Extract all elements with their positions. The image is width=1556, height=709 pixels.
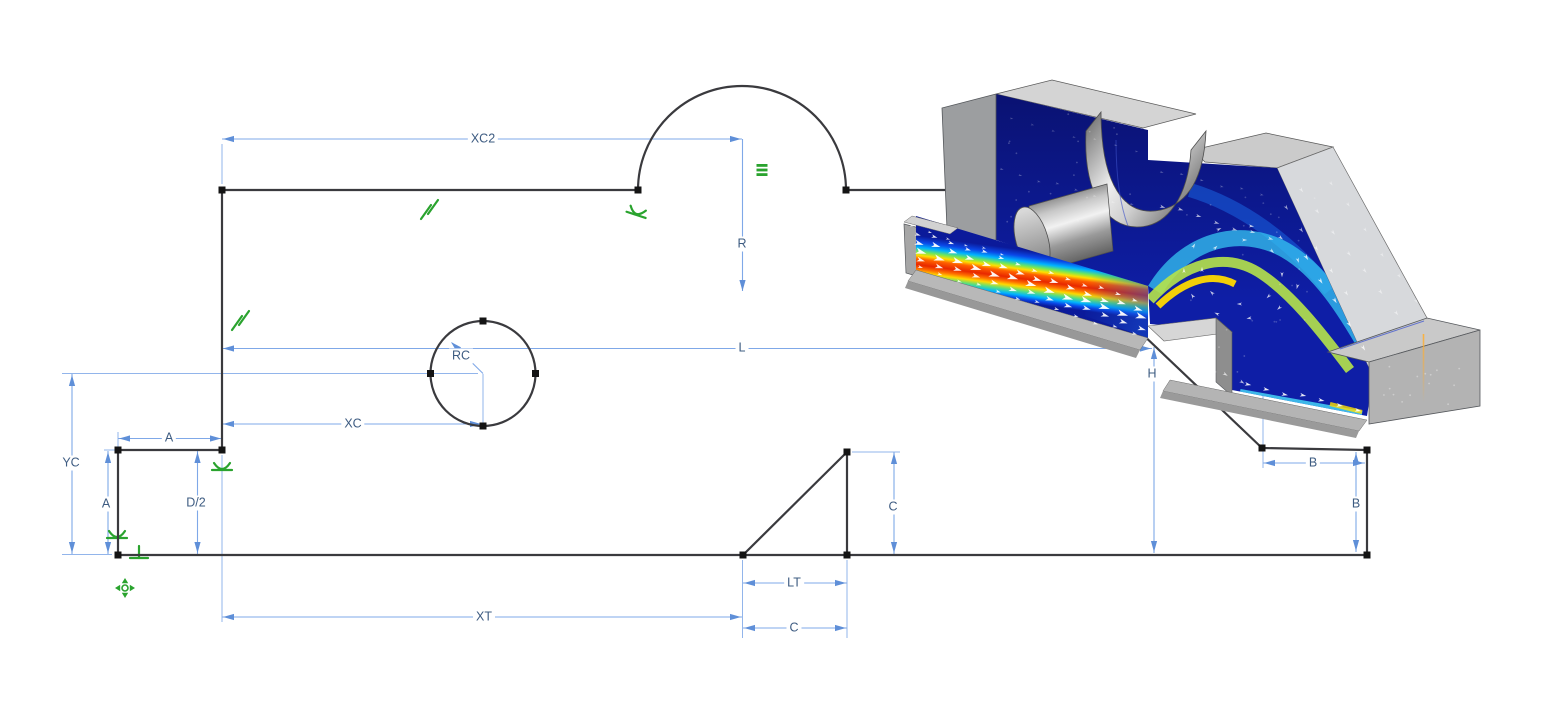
vertex-handle xyxy=(114,551,122,559)
ramp-right-face xyxy=(1215,317,1233,397)
inlet-ledge-top xyxy=(903,215,959,235)
profile-ramp-hypotenuse xyxy=(742,451,848,556)
vertex-handle xyxy=(427,370,434,377)
vertex-handle xyxy=(1363,446,1371,454)
tangent-icon xyxy=(625,204,647,220)
vertex-handle xyxy=(634,186,642,194)
vertex-handle xyxy=(842,186,850,194)
profile-semicircle-notch xyxy=(636,84,848,191)
parallel-icon xyxy=(230,309,251,332)
outlet-floor-front xyxy=(1160,391,1359,438)
vertex-handle xyxy=(739,551,747,559)
box-top-face xyxy=(995,79,1197,129)
origin-point-icon xyxy=(115,578,135,598)
half-cylinder-obstacle xyxy=(1085,110,1207,228)
vertex-handle xyxy=(1258,444,1266,452)
dimension-arrowheads xyxy=(68,135,1364,632)
vertex-handle xyxy=(479,422,487,430)
section-plane-slope xyxy=(1148,160,1373,416)
parallel-icon xyxy=(419,198,440,221)
tall-left-wall xyxy=(941,93,997,254)
vertex-handle xyxy=(532,370,539,377)
cylinder-obstacle xyxy=(1013,183,1114,274)
vertex-handle xyxy=(1363,551,1371,559)
sparse-vector-speckles xyxy=(1006,111,1461,406)
vertex-handle xyxy=(218,446,226,454)
vertex-handle xyxy=(843,551,851,559)
jet-fade-overlay xyxy=(1085,268,1148,338)
vertex-handle xyxy=(479,317,487,325)
constraint-glyphs xyxy=(105,164,768,598)
extension-lines xyxy=(62,144,1264,638)
vertex-handle xyxy=(114,446,122,454)
vertex-handle xyxy=(218,186,226,194)
vertex-handle xyxy=(843,448,851,456)
tangent-icon xyxy=(210,461,234,472)
channel-floor-front xyxy=(905,281,1140,358)
equal-distance-icon xyxy=(756,164,768,176)
vertex-handles xyxy=(114,186,1371,559)
outlet-box xyxy=(1326,317,1481,425)
